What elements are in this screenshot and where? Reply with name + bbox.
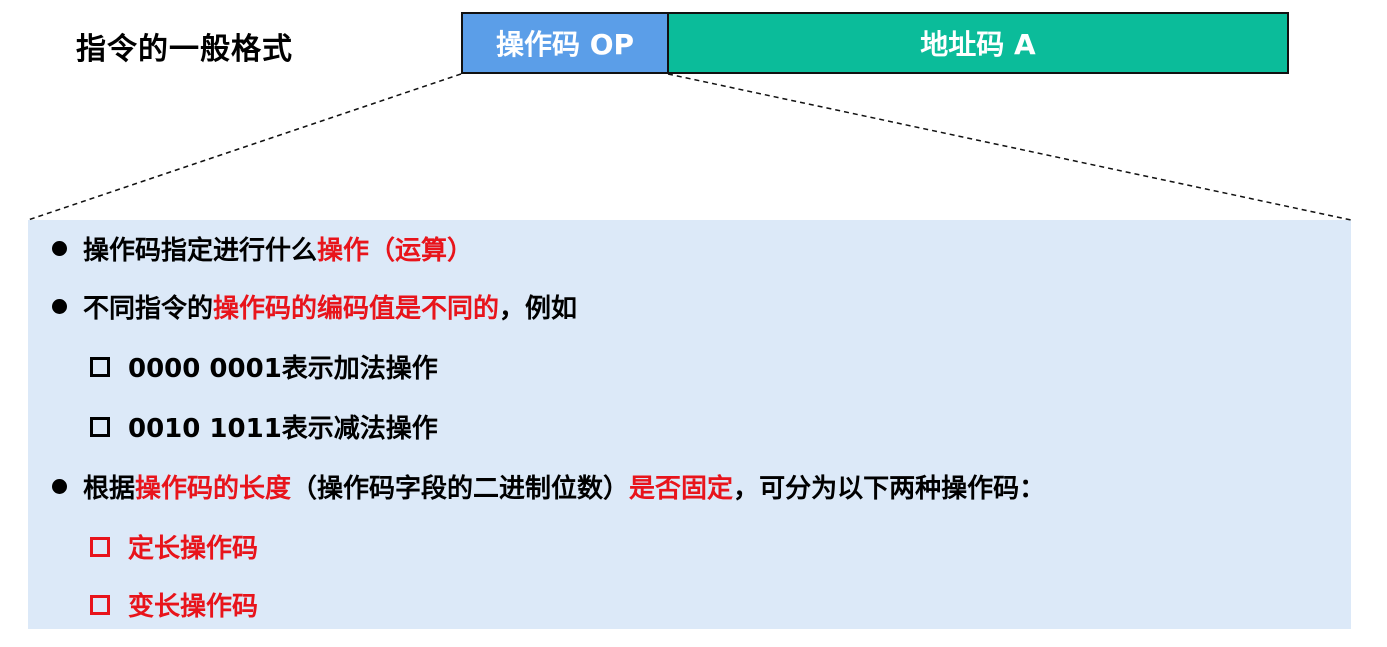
point-1-highlight: 操作（运算）: [317, 236, 474, 266]
point-2-text-b: ，例如: [499, 294, 578, 324]
point-1-text: 操作码指定进行什么: [83, 236, 318, 266]
point-3-text-c: ，可分为以下两种操作码：: [733, 474, 1046, 504]
address-field: 地址码 A: [669, 14, 1287, 72]
point-opcode-encoding: 不同指令的操作码的编码值是不同的，例如: [52, 288, 577, 325]
example-addition: 0000 0001表示加法操作: [90, 348, 438, 385]
variable-length-opcode: 变长操作码: [90, 586, 258, 623]
fixed-length-text: 定长操作码: [128, 534, 259, 564]
instruction-format-bar: 操作码 OP 地址码 A: [461, 12, 1289, 74]
fixed-length-opcode: 定长操作码: [90, 528, 258, 565]
point-3-highlight-1: 操作码的长度: [135, 474, 292, 504]
connector-right-line: [667, 73, 1352, 221]
point-2-highlight: 操作码的编码值是不同的: [213, 294, 500, 324]
point-opcode-length: 根据操作码的长度（操作码字段的二进制位数）是否固定，可分为以下两种操作码：: [52, 468, 1045, 505]
example-subtraction-text: 0010 1011表示减法操作: [128, 414, 438, 444]
point-3-text-b: （操作码字段的二进制位数）: [291, 474, 630, 504]
bullet-dot-icon: [52, 241, 67, 256]
checkbox-square-icon: [90, 536, 110, 557]
bullet-dot-icon: [52, 299, 67, 314]
point-2-text-a: 不同指令的: [83, 294, 214, 324]
bullet-dot-icon: [52, 479, 67, 494]
point-3-text-a: 根据: [83, 474, 136, 504]
variable-length-text: 变长操作码: [128, 592, 259, 622]
checkbox-square-icon: [90, 356, 110, 377]
example-addition-text: 0000 0001表示加法操作: [128, 354, 438, 384]
checkbox-square-icon: [90, 594, 110, 615]
point-3-highlight-2: 是否固定: [629, 474, 734, 504]
opcode-field: 操作码 OP: [463, 14, 669, 72]
point-opcode-purpose: 操作码指定进行什么操作（运算）: [52, 230, 473, 267]
connector-left-line: [27, 73, 462, 221]
page-title: 指令的一般格式: [76, 32, 293, 67]
example-subtraction: 0010 1011表示减法操作: [90, 408, 438, 445]
explanation-panel: [28, 220, 1351, 629]
checkbox-square-icon: [90, 416, 110, 437]
